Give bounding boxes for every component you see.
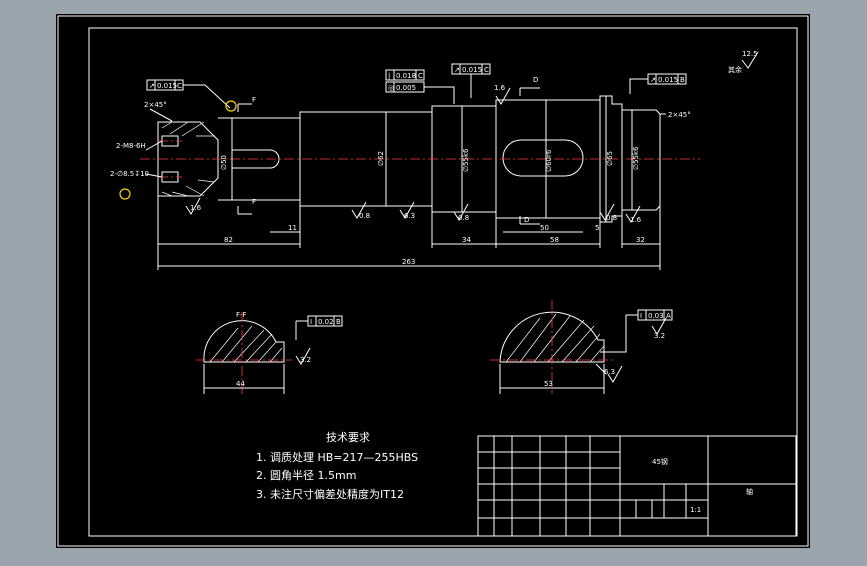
thread-note-1: 2-M8-6H xyxy=(116,142,146,150)
svg-text:3.2: 3.2 xyxy=(300,356,311,364)
svg-text:B: B xyxy=(680,76,685,84)
svg-text:↗: ↗ xyxy=(454,66,460,74)
svg-text:0.8: 0.8 xyxy=(359,212,370,220)
roughness-marks: 1.6 0.8 6.3 0.8 1.6 0.8 1.6 xyxy=(185,84,642,224)
svg-text:F: F xyxy=(252,198,256,206)
tech-requirements: 技术要求 1. 调质处理 HB=217—255HBS 2. 圆角半径 1.5mm… xyxy=(256,431,418,501)
svg-text:∅60r6: ∅60r6 xyxy=(545,149,553,172)
thread-note-2: 2-∅8.5↧10 xyxy=(110,170,149,178)
section-markers: F F D D xyxy=(237,76,540,225)
svg-text:I: I xyxy=(640,312,642,320)
drawing-canvas xyxy=(56,14,810,548)
svg-text:263: 263 xyxy=(402,258,415,266)
tolerance-frame-mid-c: ↗ 0.015 C xyxy=(451,63,491,98)
svg-text:53: 53 xyxy=(544,380,553,388)
svg-text:C: C xyxy=(177,82,182,90)
tolerance-frame-right: ↗ 0.015 B xyxy=(629,73,687,94)
general-roughness: 其余 12.5 xyxy=(728,50,759,74)
svg-text:∅65: ∅65 xyxy=(606,151,614,166)
svg-text:0.02: 0.02 xyxy=(318,318,334,326)
svg-text:I: I xyxy=(310,318,312,326)
shaft-outline xyxy=(218,95,661,223)
svg-text:0.015: 0.015 xyxy=(658,76,678,84)
svg-text:50: 50 xyxy=(540,224,549,232)
part-name: 45钢 xyxy=(652,457,668,466)
svg-text:44: 44 xyxy=(236,380,245,388)
title-block xyxy=(477,435,797,537)
chamfer-left-label: 2×45° xyxy=(144,101,167,109)
svg-text:◎: ◎ xyxy=(388,84,394,92)
svg-text:1.6: 1.6 xyxy=(494,84,506,92)
inner-border xyxy=(88,27,798,537)
svg-text:0.018: 0.018 xyxy=(396,72,416,80)
svg-text:0.015: 0.015 xyxy=(157,82,177,90)
svg-text:D: D xyxy=(524,216,529,224)
svg-text:11: 11 xyxy=(288,224,297,232)
svg-text:34: 34 xyxy=(462,236,471,244)
svg-text:∅62: ∅62 xyxy=(377,151,385,166)
svg-text:|: | xyxy=(388,72,390,80)
svg-text:3.2: 3.2 xyxy=(654,332,665,340)
svg-text:0.015: 0.015 xyxy=(462,66,482,74)
svg-text:↗: ↗ xyxy=(149,82,155,90)
svg-text:1.6: 1.6 xyxy=(190,204,202,212)
section-f-f: F-F 44 I 0.02 B 3.2 xyxy=(196,311,343,394)
scale-value: 1:1 xyxy=(690,506,701,514)
svg-text:C: C xyxy=(418,72,423,80)
svg-text:B: B xyxy=(336,318,341,326)
svg-text:0.8: 0.8 xyxy=(458,214,469,222)
svg-text:58: 58 xyxy=(550,236,559,244)
keyway-right xyxy=(502,139,584,177)
diameter-dims: ∅50 ∅62 ∅55k6 ∅60r6 ∅65 ∅55k6 xyxy=(220,96,640,222)
tech-title: 技术要求 xyxy=(326,431,370,444)
svg-text:D: D xyxy=(533,76,538,84)
roughness-symbol-icon xyxy=(741,51,759,69)
callout-circle-top xyxy=(225,100,237,112)
svg-text:F-F: F-F xyxy=(236,311,247,319)
svg-text:A: A xyxy=(666,312,671,320)
outer-border xyxy=(57,15,809,547)
svg-text:其余: 其余 xyxy=(728,65,742,74)
svg-text:C: C xyxy=(484,66,489,74)
tolerance-frame-mid-b: ◎ 0.005 xyxy=(385,81,455,104)
length-dims: 82 11 34 50 58 5 32 263 xyxy=(157,196,661,270)
tech-item-3: 3. 未注尺寸偏差处精度为IT12 xyxy=(256,487,404,501)
svg-text:82: 82 xyxy=(224,236,233,244)
svg-text:∅55k6: ∅55k6 xyxy=(632,146,640,170)
svg-text:↗: ↗ xyxy=(650,76,656,84)
tech-item-2: 2. 圆角半径 1.5mm xyxy=(256,468,356,482)
svg-text:∅55k6: ∅55k6 xyxy=(462,148,470,172)
svg-text:6.3: 6.3 xyxy=(604,368,615,376)
chamfer-right-label: 2×45° xyxy=(668,111,691,119)
svg-text:∅50: ∅50 xyxy=(220,155,228,170)
drawing-title: 轴 xyxy=(746,487,753,496)
svg-text:6.3: 6.3 xyxy=(404,212,415,220)
svg-text:0.8: 0.8 xyxy=(606,214,617,222)
tech-item-1: 1. 调质处理 HB=217—255HBS xyxy=(256,451,418,464)
section-d-d: 53 I 0.03 A 3.2 6.3 xyxy=(490,300,673,394)
tolerance-frame-left: ↗ 0.015 C xyxy=(146,79,231,109)
svg-text:1.6: 1.6 xyxy=(630,216,642,224)
tolerance-frame-mid-a: | 0.018 C xyxy=(385,69,425,81)
svg-text:12.5: 12.5 xyxy=(742,50,758,58)
svg-text:F: F xyxy=(252,96,256,104)
svg-text:32: 32 xyxy=(636,236,645,244)
callout-circle-left xyxy=(119,188,131,200)
svg-text:0.03: 0.03 xyxy=(648,312,664,320)
svg-text:5: 5 xyxy=(595,224,599,232)
svg-text:0.005: 0.005 xyxy=(396,84,416,92)
